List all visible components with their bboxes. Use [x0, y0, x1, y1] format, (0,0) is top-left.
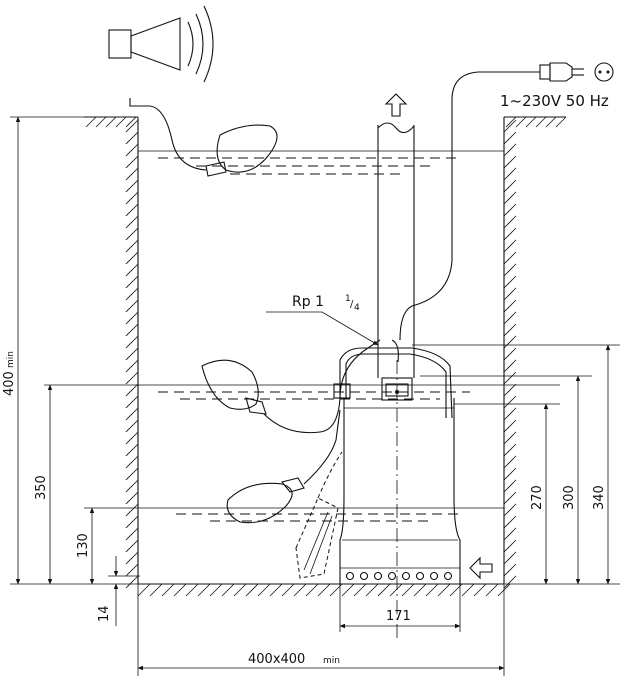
flow-in-arrow-icon	[469, 556, 493, 580]
power-socket-icon	[594, 62, 614, 82]
power-cable	[399, 71, 540, 341]
discharge-pipe	[377, 93, 415, 378]
stop-water-level	[84, 507, 504, 522]
dimension-shaft-height: 400 min	[2, 116, 138, 585]
svg-text:min: min	[6, 351, 16, 368]
svg-text:340: 340	[592, 485, 607, 510]
svg-text:4: 4	[354, 303, 360, 313]
svg-text:min: min	[323, 656, 340, 666]
power-plug-icon	[539, 62, 584, 82]
dimension-start-level: 350	[34, 384, 53, 585]
dimension-pump-width: 171	[339, 584, 461, 632]
pump-float-switch-dashed	[295, 451, 343, 579]
power-label: 1~230V 50 Hz	[500, 92, 609, 110]
dimension-shaft-width: 400x400 min	[137, 584, 505, 676]
dimension-min-level: 14	[97, 556, 140, 626]
pump-float-switch-lower	[226, 409, 341, 524]
svg-text:Rp 1: Rp 1	[292, 294, 324, 310]
dimension-level-270: 270	[454, 403, 620, 585]
svg-text:270: 270	[530, 485, 545, 510]
dimension-stop-level: 130	[76, 507, 95, 585]
high-water-level	[138, 150, 504, 175]
ground-surface	[84, 116, 567, 128]
dimension-level-300: 300	[420, 375, 592, 585]
svg-text:350: 350	[34, 475, 49, 500]
shaft-left-wall	[125, 117, 139, 589]
submersible-pump	[333, 339, 461, 640]
svg-text:171: 171	[386, 609, 411, 624]
svg-text:300: 300	[562, 485, 577, 510]
shaft-right-wall	[503, 117, 517, 589]
pipe-connection-label: Rp 1 1 / 4	[266, 294, 379, 346]
svg-text:/: /	[350, 299, 354, 310]
alarm-float-switch	[129, 98, 278, 177]
svg-text:130: 130	[76, 533, 91, 558]
svg-text:14: 14	[97, 605, 112, 622]
alarm-horn-icon	[108, 5, 214, 83]
dimension-level-340: 340	[412, 344, 620, 585]
shaft-floor	[137, 583, 511, 597]
start-water-level	[44, 384, 560, 400]
svg-text:400x400: 400x400	[248, 652, 305, 667]
svg-text:400: 400	[2, 371, 17, 396]
svg-text:1: 1	[345, 294, 351, 304]
flow-up-arrow-icon	[384, 93, 408, 117]
pump-float-switch-upper	[201, 359, 341, 434]
